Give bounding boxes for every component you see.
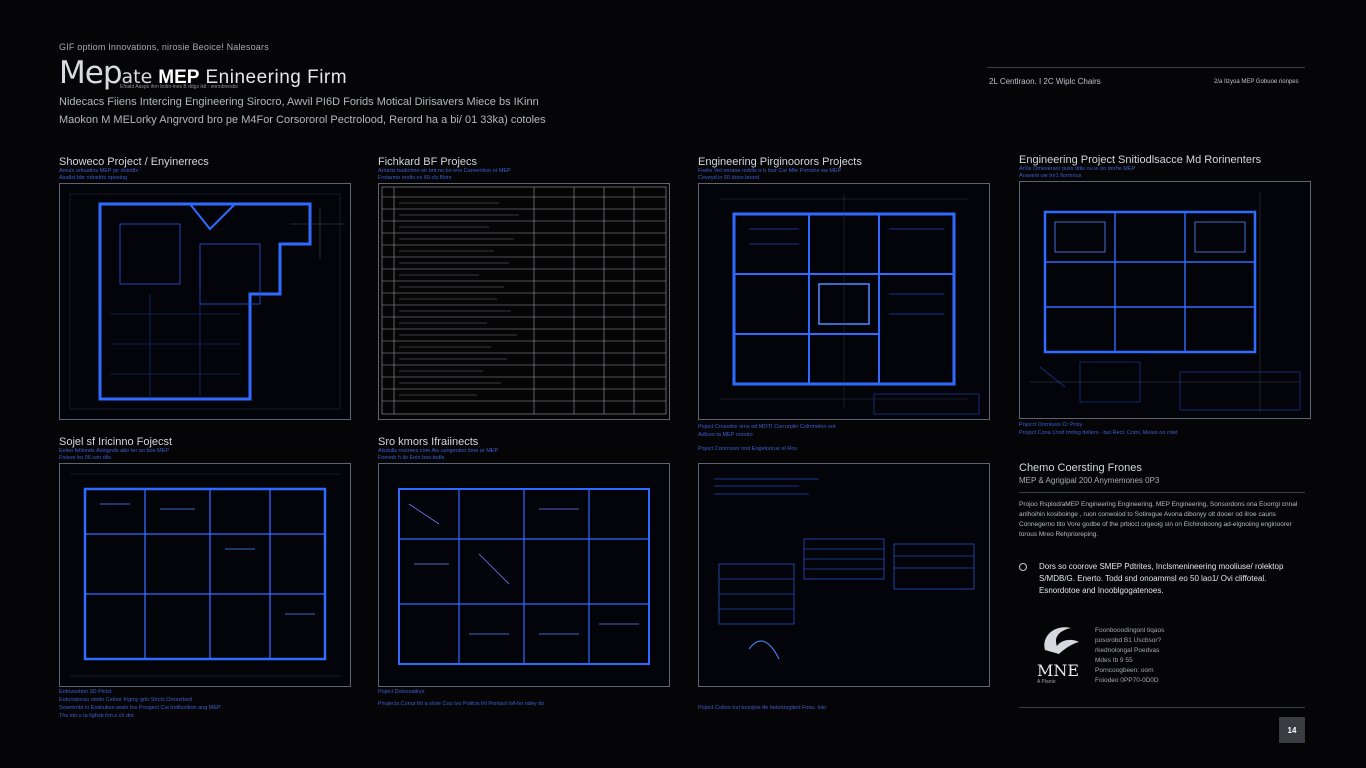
electrical-plan-drawing [70,473,340,677]
card-title: Fichkard BF Projecs [378,156,478,168]
brand-logo: Mepate [59,55,153,91]
card-title: Showeco Project / Enyinerrecs [59,156,209,168]
card-subtitle: Arnaris tradictmo eir bnt no bo ens Canv… [378,168,511,181]
footer-rule [1019,707,1305,708]
schedule-table-thumbnail[interactable] [378,183,670,420]
schedule-sheet-drawing [714,478,975,660]
card-caption: Pojoct Coitoo tnrl toonijoe tfe betonorg… [698,705,827,711]
sidebar-rule [1019,492,1305,493]
sidebar-subtitle: MEP & Agrigipal 200 Anymemones 0P3 [1019,476,1160,485]
card-title: Sro kmors Ifraiinects [378,436,479,448]
contact-block: Foonbooodingonl tiqaos posorobd B1 Uscbs… [1095,627,1165,684]
company-logo-icon [1044,627,1079,654]
floor-plan-thumbnail[interactable] [59,183,351,420]
company-logo: MNE A Plante [1037,622,1087,685]
electrical-plan-thumbnail[interactable] [59,463,351,687]
floor-plan-drawing [69,193,345,410]
brand-title: Mepate MEP Enineering Firm [59,55,347,91]
intro-text: Nidecacs Fiiens Intercing Engineering Si… [59,93,546,129]
card-subtitle: Alsdulls rooirees cote Ais usngeotoo lon… [378,448,499,461]
card-caption: Pojoct Coorrnoor ond Engeloorue el Ros [698,446,798,452]
schedule-sheet-thumbnail[interactable] [698,463,990,687]
site-plan-drawing [1030,192,1301,412]
intro-line-2: Maokon M MELorky Angrvord bro pe M4For C… [59,114,546,126]
mep-plan-drawing [719,194,980,415]
card-subtitle: Eeleo fellionds Adsignds abir ter ao boo… [59,448,170,461]
brand-name: Enineering Firm [205,67,348,88]
page-number: 14 [1279,717,1305,743]
card-title: Engineering Project Snitiodlsacce Md Ror… [1019,154,1262,166]
sidebar-body: Projoo Rsplod/aMEP Engineering Engineeri… [1019,501,1298,538]
top-right-label: 2L Centlraon. I 2C Wiplc Chairs [989,77,1101,86]
sidebar-bullet: Dors so coorove SMEP Pdtrites, Inclsmeni… [1019,561,1307,597]
bullet-icon [1019,563,1027,571]
brand-mep: MEP [158,67,200,88]
intro-line-1: Nidecacs Fiiens Intercing Engineering Si… [59,96,539,108]
schedule-table-drawing [381,186,667,415]
card-subtitle: Fvelis Vet onraoe mrblis tr b loor Cor M… [698,168,842,181]
card-subtitle: Amuls ortiuatins MEP pir doiodls :Aiudls… [59,168,142,181]
card-title: Engineering Pirginoorors Projects [698,156,862,168]
plumbing-plan-thumbnail[interactable] [378,463,670,687]
sidebar-title: Chemo Coersting Frones [1019,462,1142,474]
site-plan-thumbnail[interactable] [1019,181,1311,419]
card-caption: Pojoct Cnuuotre orns od MOTI Corrurplin … [698,424,836,438]
brand-subtitle: Efoald Aasps ihrn botin-ines B ddgs ikit… [120,84,238,90]
header-kicker: GIF optiom Innovations, nirosie Beoice! … [59,42,269,52]
mep-plan-thumbnail[interactable] [698,183,990,420]
header-rule [987,67,1305,68]
card-title: Sojel sf Iricinno Fojecst [59,436,173,448]
top-right-note: 2/a Ilzyoa MEP Gobuoe rionpes [1214,79,1299,85]
plumbing-plan-drawing [398,488,650,665]
card-subtitle: Ar0si Omeseraor pulis ddis ou ie oo dorh… [1019,166,1136,179]
